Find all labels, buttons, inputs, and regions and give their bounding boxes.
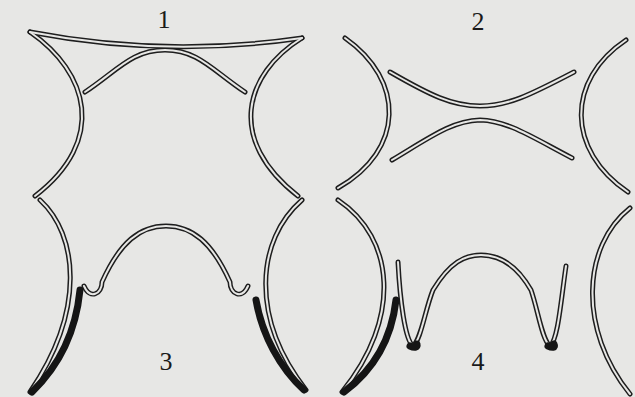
bridge-outline (30, 32, 630, 394)
figure-number: 1 (158, 7, 171, 33)
figure-number: 2 (472, 9, 485, 35)
figure-number: 4 (472, 349, 485, 375)
bridge-inner-line (30, 32, 630, 394)
figure-number: 3 (160, 349, 173, 375)
rim-shading (32, 290, 555, 392)
